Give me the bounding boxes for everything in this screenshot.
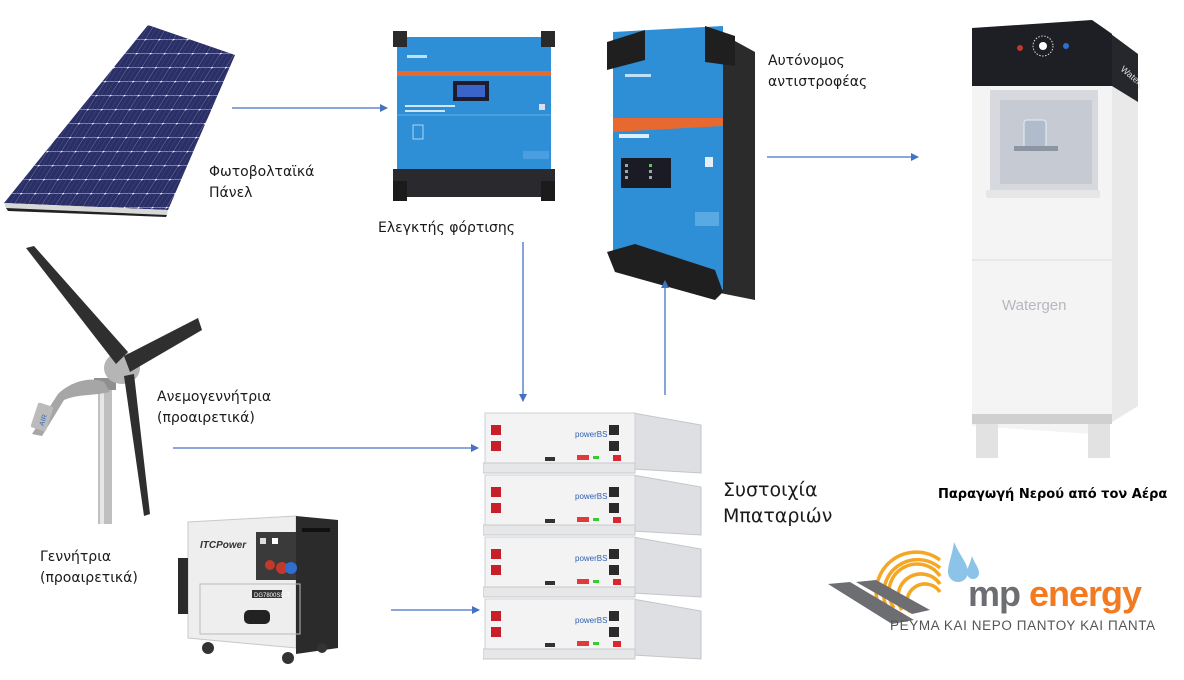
battery-bank-label-line2: Μπαταριών [723,505,833,527]
battery-module: powerBS [483,536,702,598]
battery-module: powerBS [483,412,702,474]
inverter-image [605,22,755,300]
watergen-brand: Watergen [1002,297,1066,314]
battery-module: powerBS [483,474,702,536]
solar-panels-label-line1: Φωτοβολταϊκά [209,164,315,180]
watergen-image: Watergen Watergen [962,14,1140,460]
water-generator-label: Παραγωγή Νερού από τον Αέρα [938,487,1168,502]
solar-panels-label-line2: Πάνελ [209,185,253,201]
generator-label-line1: Γεννήτρια [40,549,112,565]
battery-brand: powerBS [575,554,607,563]
wind-turbine-label: Ανεμογεννήτρια (προαιρετικά) [157,387,271,429]
charge-controller-image [393,31,555,201]
battery-bank-label: Συστοιχία Μπαταριών [723,477,832,529]
solar-panel-image [0,25,235,220]
logo-brand-energy: energy [1029,573,1142,614]
wind-turbine-label-line1: Ανεμογεννήτρια [157,389,272,405]
wind-turbine-label-line2: (προαιρετικά) [157,410,255,426]
inverter-label: Αυτόνομος αντιστροφέας [768,51,867,93]
logo-sun-panel-icon [828,542,979,624]
generator-label-line2: (προαιρετικά) [40,570,138,586]
logo-tagline: ΡΕΥΜΑ ΚΑΙ ΝΕΡΟ ΠΑΝΤΟΥ ΚΑΙ ΠΑΝΤΑ [890,618,1156,633]
battery-stack-image: powerBS powerBS powerBS powerBS [483,405,703,673]
solar-panels-label: Φωτοβολταϊκά Πάνελ [209,162,314,204]
generator-label: Γεννήτρια (προαιρετικά) [40,547,138,589]
inverter-label-line2: αντιστροφέας [768,74,868,90]
generator-brand: ITCPower [200,540,247,551]
logo-wordmark: mp energy [968,573,1142,614]
battery-module: powerBS [483,598,702,660]
battery-brand: powerBS [575,430,607,439]
battery-brand: powerBS [575,492,607,501]
battery-bank-label-line1: Συστοιχία [723,479,818,501]
inverter-label-line1: Αυτόνομος [768,53,845,69]
battery-brand: powerBS [575,616,607,625]
generator-image: DG7800SE-T ITCPower [178,498,378,666]
generator-model: DG7800SE-T [254,593,290,599]
logo-brand-mp: mp [968,573,1021,614]
mp-energy-logo: mp energy ΡΕΥΜΑ ΚΑΙ ΝΕΡΟ ΠΑΝΤΟΥ ΚΑΙ ΠΑΝΤ… [822,538,1162,638]
wind-turbine-image: AIR [20,246,210,524]
wind-turbine-brand: AIR [39,414,49,427]
charge-controller-label: Ελεγκτής φόρτισης [378,220,516,236]
